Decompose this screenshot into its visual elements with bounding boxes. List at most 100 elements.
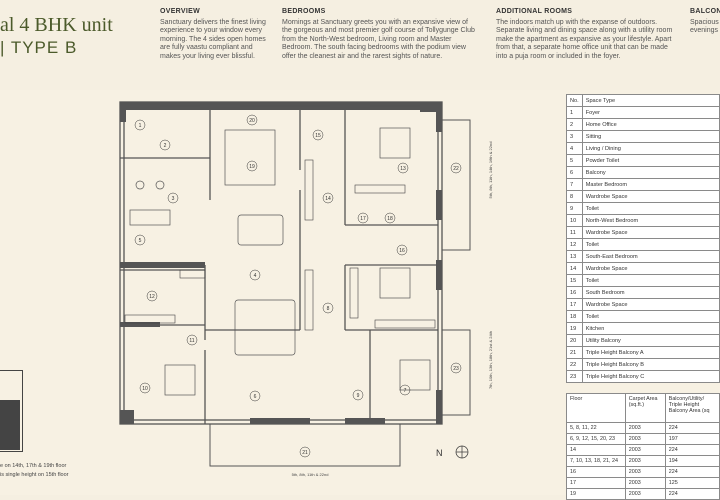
- room-label-6: 6: [254, 394, 257, 400]
- additional-rooms-heading: ADDITIONAL ROOMS: [496, 8, 573, 15]
- space-no: 3: [566, 130, 583, 143]
- space-no: 6: [566, 166, 583, 179]
- carpet-area-cell: 2003: [624, 466, 666, 478]
- space-no: 16: [566, 286, 583, 299]
- space-type: South Bedroom: [581, 286, 720, 299]
- room-label-1: 1: [139, 123, 142, 129]
- room-label-22: 22: [453, 166, 459, 172]
- room-label-20: 20: [249, 118, 255, 124]
- unit-title: al 4 BHK unit: [0, 14, 113, 36]
- floor-plan: 1 2 3 4 5 6 7 8 9 10 11 12 13 14 15 16 1…: [119, 101, 493, 477]
- unit-subtitle: | TYPE B: [0, 38, 78, 57]
- area-table: Floor Carpet Area (sq.ft.) Balcony/Utili…: [566, 393, 720, 500]
- room-label-9: 9: [357, 393, 360, 399]
- balcony-area-cell: 224: [664, 488, 720, 500]
- balcony-area-cell: 224: [664, 466, 720, 478]
- room-label-19: 19: [249, 164, 255, 170]
- floor-cell: 16: [566, 466, 626, 478]
- balcony-heading: BALCON: [690, 8, 720, 15]
- col-balcony-area: Balcony/Utility/ Triple Height Balcony A…: [664, 393, 720, 423]
- space-type: South-East Bedroom: [581, 250, 720, 263]
- carpet-area-cell: 2003: [624, 444, 666, 456]
- space-no: 4: [566, 142, 583, 155]
- balcony-area-cell: 224: [664, 444, 720, 456]
- space-type: Living / Dining: [581, 142, 720, 155]
- space-no: 1: [566, 106, 583, 119]
- room-label-23: 23: [453, 366, 459, 372]
- header-band: al 4 BHK unit | TYPE B OVERVIEW Sanctuar…: [0, 0, 720, 90]
- note-line-1: e on 14th, 17th & 19th floor: [0, 463, 67, 469]
- space-no: 9: [566, 202, 583, 215]
- balcony-notes: 5th, 8th, 11th, 14th, 16th & 22nd 7th, 1…: [292, 142, 493, 477]
- room-label-10: 10: [142, 386, 148, 392]
- room-label-14: 14: [325, 196, 331, 202]
- room-label-8: 8: [327, 306, 330, 312]
- balcony-22-note: 5th, 8th, 11th, 14th, 16th & 22nd: [488, 142, 493, 199]
- carpet-area-cell: 2003: [624, 488, 666, 500]
- room-label-15: 15: [315, 133, 321, 139]
- overview-body: Sanctuary delivers the finest living exp…: [160, 18, 266, 60]
- floor-cell: 6, 9, 12, 15, 20, 23: [566, 433, 626, 445]
- room-label-12: 12: [149, 294, 155, 300]
- space-type: Master Bedroom: [581, 178, 720, 191]
- table-row: Floor Carpet Area (sq.ft.) Balcony/Utili…: [566, 393, 720, 423]
- space-type: Balcony: [581, 166, 720, 179]
- space-no: 5: [566, 154, 583, 167]
- space-no: 23: [566, 370, 583, 383]
- space-type: Triple Height Balcony B: [581, 358, 720, 371]
- note-line-2: is single height on 15th floor: [0, 472, 69, 478]
- carpet-area-cell: 2003: [624, 477, 666, 489]
- space-type: Wardrobe Space: [581, 190, 720, 203]
- col-carpet: Carpet Area (sq.ft.): [624, 393, 666, 423]
- col-space-type: Space Type: [581, 94, 720, 107]
- space-no: 7: [566, 178, 583, 191]
- space-type: Triple Height Balcony A: [581, 346, 720, 359]
- col-floor: Floor: [566, 393, 626, 423]
- room-label-3: 3: [172, 196, 175, 202]
- balcony-21-note: 5th, 8th, 11th & 22nd: [292, 472, 329, 477]
- space-type: Powder Toilet: [581, 154, 720, 167]
- space-no: 19: [566, 322, 583, 335]
- overview-heading: OVERVIEW: [160, 8, 201, 15]
- balconies: [209, 119, 471, 467]
- space-type: Toilet: [581, 310, 720, 323]
- additional-rooms-section: ADDITIONAL ROOMS The indoors match up wi…: [496, 8, 680, 62]
- solid-walls: [120, 102, 442, 424]
- balcony-23-note: 7th, 10th, 13th, 18th, 21st & 24th: [488, 331, 493, 389]
- space-no: 2: [566, 118, 583, 131]
- table-row: No. Space Type: [566, 94, 720, 107]
- space-type: Foyer: [581, 106, 720, 119]
- space-type: Toilet: [581, 238, 720, 251]
- room-label-11: 11: [189, 338, 194, 344]
- balcony-body: Spacious evenings: [690, 18, 719, 35]
- space-no: 17: [566, 298, 583, 311]
- space-type: Utility Balcony: [581, 334, 720, 347]
- space-no: 10: [566, 214, 583, 227]
- space-type: Wardrobe Space: [581, 226, 720, 239]
- floor-cell: 5, 8, 11, 22: [566, 422, 626, 434]
- balcony-section: BALCON Spacious evenings: [690, 8, 720, 36]
- space-type: Kitchen: [581, 322, 720, 335]
- space-type: Home Office: [581, 118, 720, 131]
- balcony-area-cell: 224: [664, 422, 720, 434]
- wardrobes: [124, 159, 436, 331]
- compass: N: [436, 445, 469, 459]
- space-type: Wardrobe Space: [581, 262, 720, 275]
